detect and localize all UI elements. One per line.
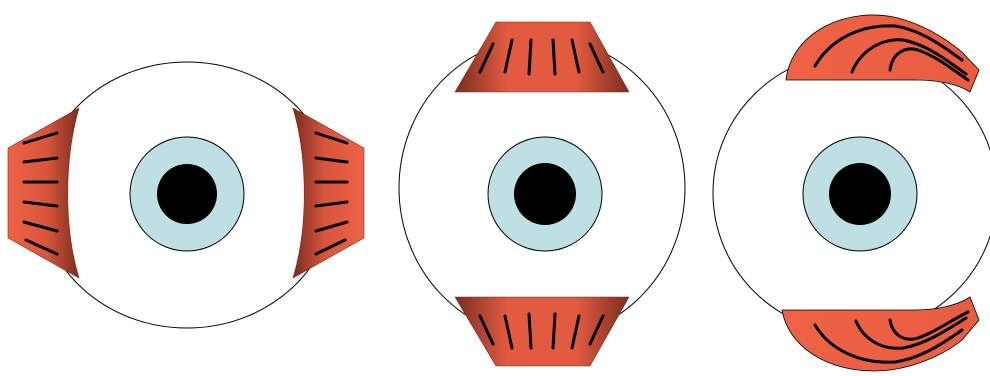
figure-obliques xyxy=(713,15,990,371)
pupil xyxy=(829,163,891,225)
figure-horizontal-recti xyxy=(8,62,364,328)
inferior-rectus-muscle xyxy=(455,297,629,366)
pupil xyxy=(514,163,576,225)
figure-vertical-recti xyxy=(399,22,685,366)
superior-rectus-muscle xyxy=(455,22,629,92)
pupil xyxy=(157,164,217,224)
